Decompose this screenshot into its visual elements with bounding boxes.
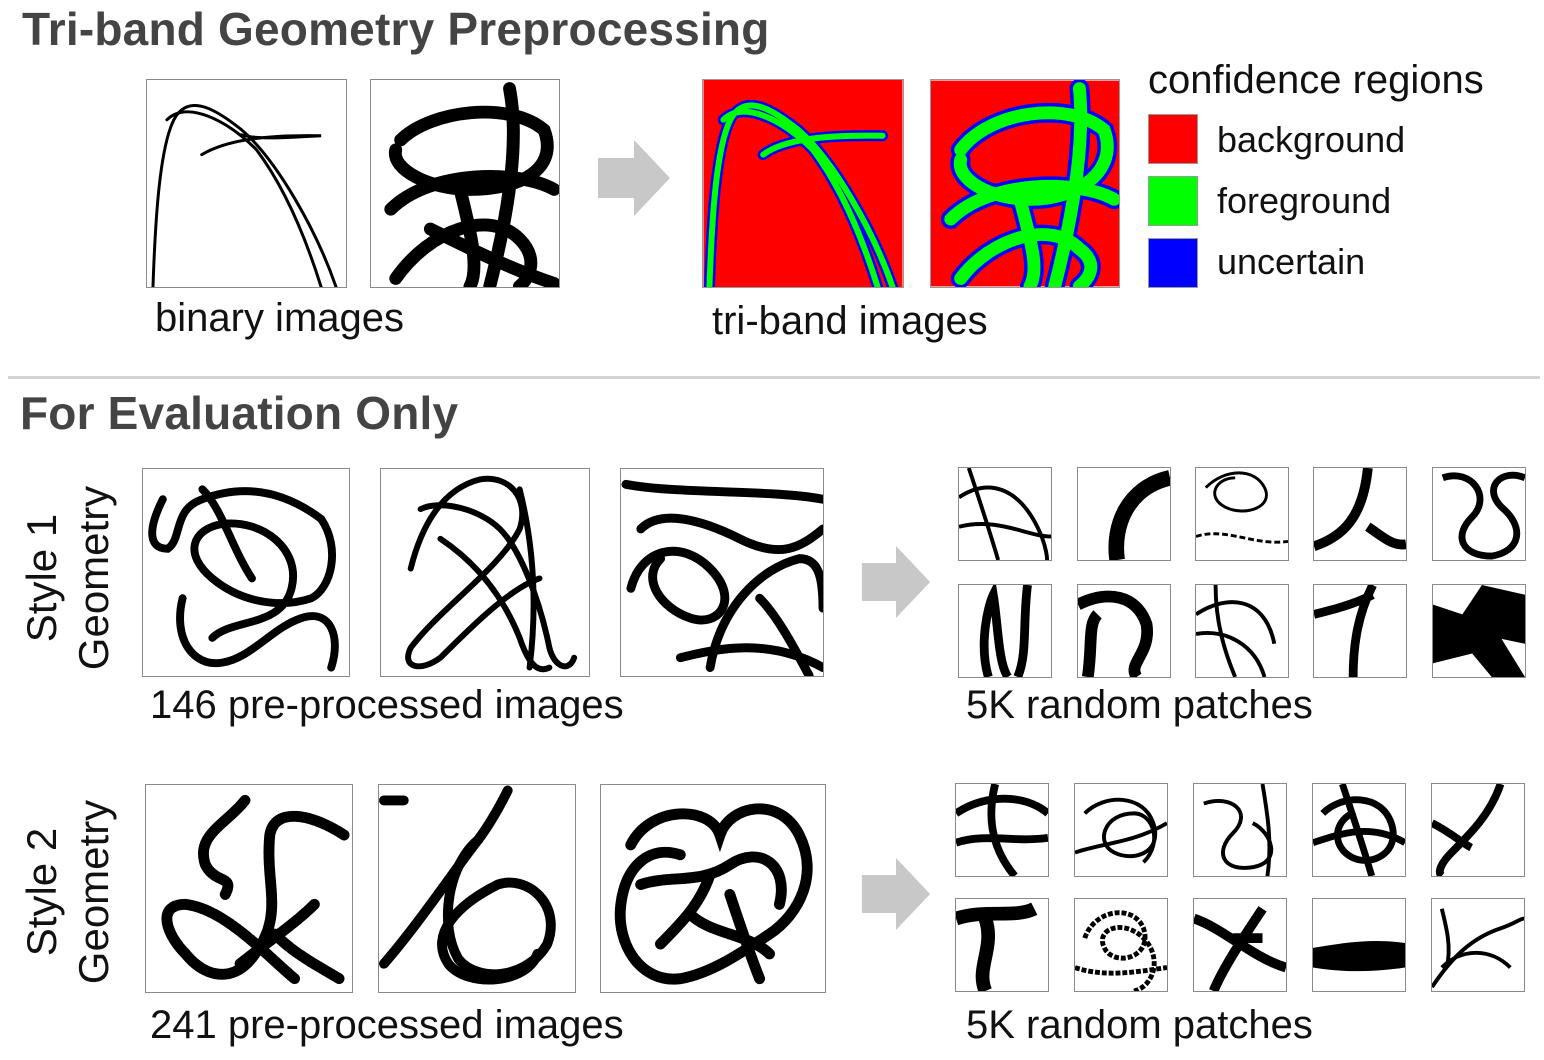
arrow-right-icon: [860, 546, 932, 618]
style1-image-1: [142, 468, 350, 677]
style2-image-3: [600, 784, 826, 993]
legend-label-uncertain: uncertain: [1217, 241, 1366, 282]
style2-patch: [1074, 783, 1168, 877]
style1-image-3: [620, 468, 824, 677]
section-title-preprocessing: Tri-band Geometry Preprocessing: [22, 3, 770, 55]
style1-patch: [1077, 467, 1171, 561]
style2-patch: [1193, 898, 1287, 992]
style2-patch: [1431, 783, 1525, 877]
style1-patch: [1195, 467, 1289, 561]
style2-patch: [1074, 898, 1168, 992]
geometry-label: Geometry: [70, 485, 117, 671]
legend-title: confidence regions: [1148, 58, 1484, 102]
style-label: Style 2: [18, 827, 65, 957]
legend-swatch-uncertain: [1148, 238, 1198, 288]
legend-label-background: background: [1217, 119, 1406, 160]
style1-patch: [958, 467, 1052, 561]
style2-patch: [1312, 898, 1406, 992]
style1-patch: [1313, 467, 1407, 561]
style1-patch: [958, 584, 1052, 678]
triband-image-2: [930, 79, 1120, 288]
style2-stroke-drawing: [614, 803, 813, 985]
style-label: Style 1: [18, 513, 65, 643]
style2-patch: [1193, 783, 1287, 877]
section-title-evaluation: For Evaluation Only: [20, 387, 459, 439]
triband-image-1: [702, 79, 904, 288]
style1-patches-caption: 5K random patches: [966, 683, 1313, 727]
arrow-right-icon: [598, 140, 670, 216]
style2-image-2: [378, 784, 576, 993]
triband-images-caption: tri-band images: [712, 299, 988, 343]
legend-label-foreground: foreground: [1217, 180, 1392, 221]
style1-image-2: [380, 468, 590, 677]
style1-stroke-drawing: [405, 475, 578, 673]
geometry-label: Geometry: [70, 799, 117, 985]
legend-swatch-foreground: [1148, 176, 1198, 226]
style2-images-caption: 241 pre-processed images: [150, 1003, 624, 1047]
style2-patch: [955, 783, 1049, 877]
style1-patch: [1313, 584, 1407, 678]
style2-patches-caption: 5K random patches: [966, 1003, 1313, 1047]
binary-images-caption: binary images: [155, 296, 405, 340]
binary-image-2: [370, 79, 560, 288]
style2-stroke-drawing: [161, 794, 350, 985]
style2-patch: [955, 898, 1049, 992]
triband-drawing: [703, 80, 903, 287]
binary-stroke-drawing: [384, 82, 559, 287]
arrow-right-icon: [860, 858, 932, 930]
section-divider: [8, 376, 1540, 379]
triband-drawing: [931, 80, 1119, 287]
style1-images-caption: 146 pre-processed images: [150, 683, 624, 727]
style1-patch: [1195, 584, 1289, 678]
style2-image-1: [145, 784, 353, 993]
style1-patch: [1077, 584, 1171, 678]
style1-stroke-drawing: [621, 479, 823, 676]
style2-patch: [1431, 898, 1525, 992]
style1-patch: [1432, 467, 1526, 561]
binary-stroke-drawing: [151, 104, 338, 287]
style1-stroke-drawing: [148, 485, 339, 672]
legend-swatch-background: [1148, 114, 1198, 164]
style2-stroke-drawing: [379, 785, 556, 985]
style1-patch: [1432, 584, 1526, 678]
style2-patch: [1312, 783, 1406, 877]
binary-image-1: [146, 79, 347, 288]
